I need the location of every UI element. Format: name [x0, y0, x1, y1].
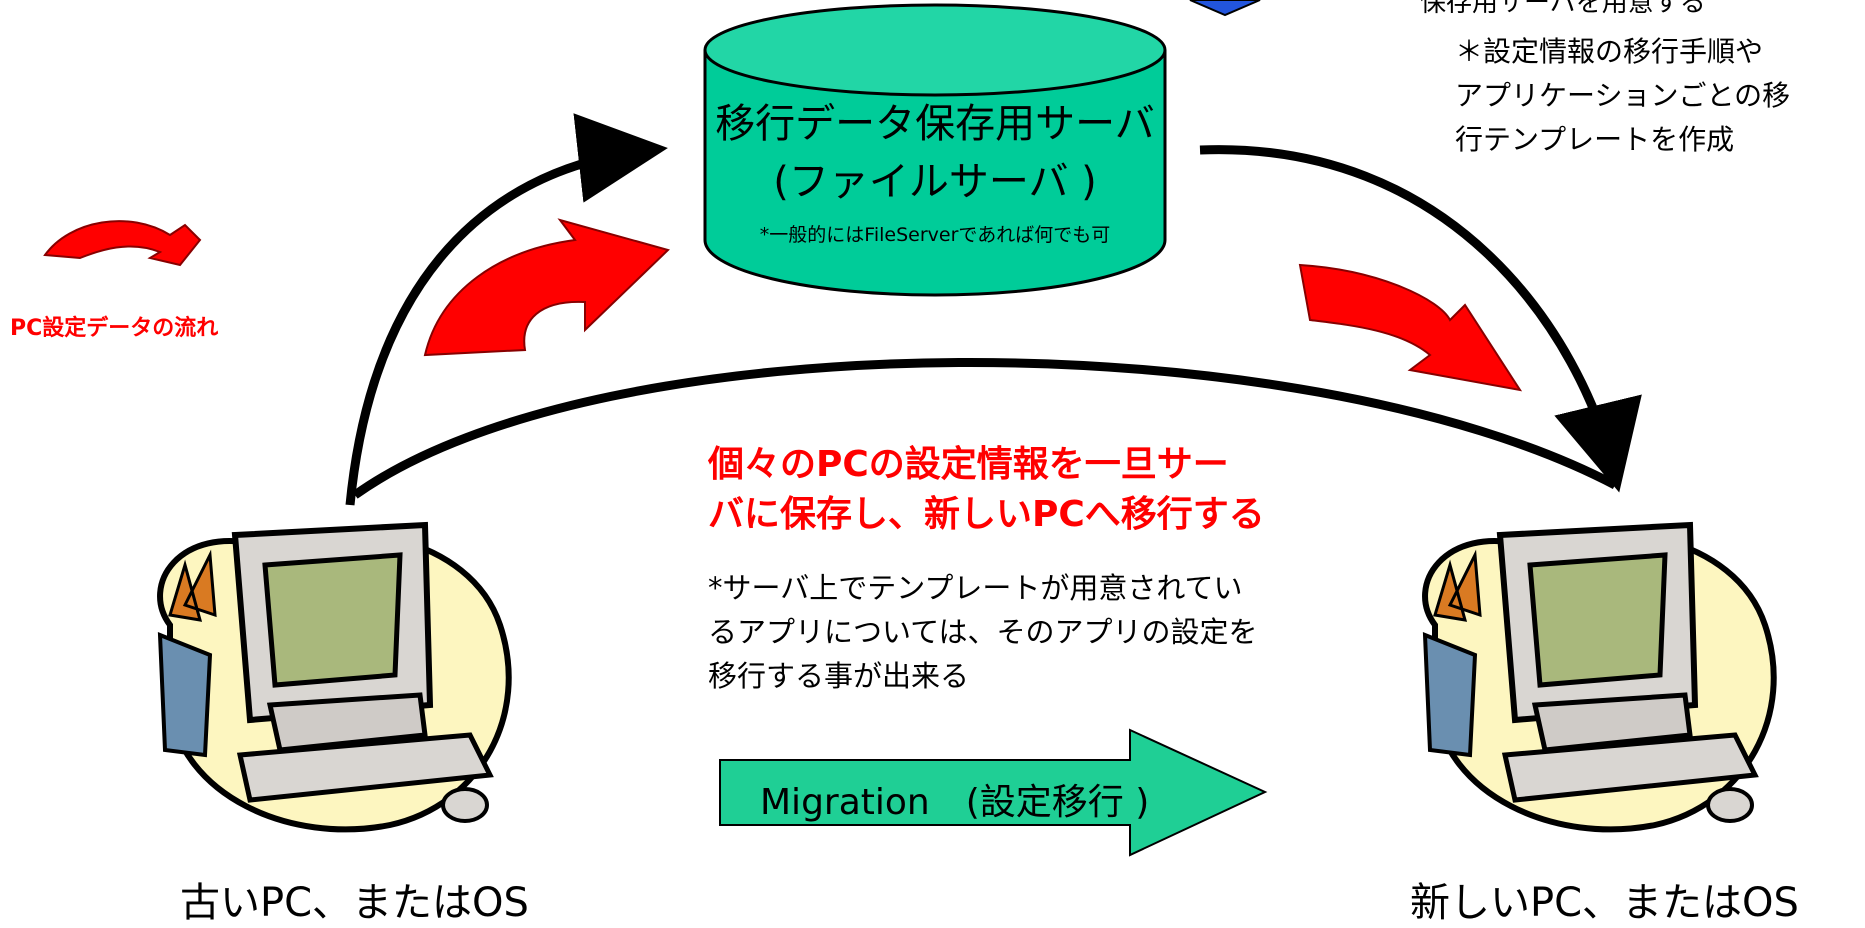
flow-arrow-left-icon — [423, 218, 670, 357]
main-message-line2: バに保存し、新しいPCへ移行する — [708, 494, 1265, 535]
old-pc-computer-icon — [157, 521, 512, 833]
old-to-server-connector — [345, 113, 668, 506]
template-description: ＊設定情報の移行手順や アプリケーションごとの移 行テンプレートを作成 — [1455, 30, 1790, 162]
main-message-line1: 個々のPCの設定情報を一旦サー — [708, 444, 1229, 485]
server-title-line2: (ファイルサーバ ) — [773, 159, 1097, 205]
top-right-partial-text: 保存用サーバを用意する — [1420, 0, 1706, 18]
server-cylinder — [703, 3, 1167, 297]
new-pc-label: 新しいPC、またはOS — [1410, 880, 1799, 926]
old-pc-label: 古いPC、またはOS — [180, 880, 529, 926]
migration-label: Migration (設定移行 ) — [760, 782, 1150, 823]
server-title: 移行データ保存用サーバ (ファイルサーバ ) — [705, 95, 1165, 211]
template-note-line1: *サーバ上でテンプレートが用意されてい — [708, 571, 1243, 605]
server-to-new-connector — [1199, 145, 1642, 493]
curved-arrow-icon — [43, 220, 202, 267]
template-description-line1: ＊設定情報の移行手順や — [1455, 35, 1764, 68]
server-note: *一般的にはFileServerであれば何でも可 — [759, 224, 1111, 246]
template-description-line2: アプリケーションごとの移 — [1455, 79, 1791, 112]
template-note: *サーバ上でテンプレートが用意されてい るアプリについては、そのアプリの設定を … — [708, 566, 1258, 698]
template-note-line2: るアプリについては、そのアプリの設定を — [708, 615, 1258, 649]
flow-arrow-right-icon — [1298, 263, 1523, 392]
template-description-line3: 行テンプレートを作成 — [1455, 123, 1735, 156]
server-title-line1: 移行データ保存用サーバ — [715, 101, 1155, 147]
template-note-line3: 移行する事が出来る — [708, 659, 970, 693]
new-pc-computer-icon — [1422, 521, 1777, 833]
main-message: 個々のPCの設定情報を一旦サー バに保存し、新しいPCへ移行する — [708, 440, 1265, 540]
legend-label: PC設定データの流れ — [10, 316, 219, 341]
direct-connector — [352, 357, 1618, 499]
blue-arrow-icon — [1189, 0, 1261, 17]
migration-arrow — [719, 728, 1268, 857]
